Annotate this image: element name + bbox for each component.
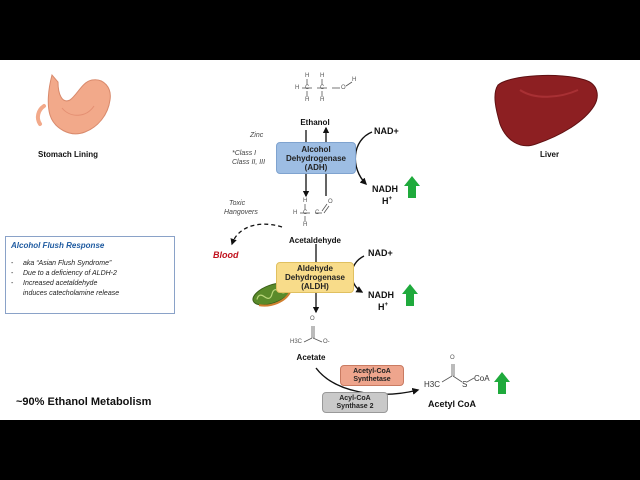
acetaldehyde-c-1: C [303,210,308,216]
nad-plus-2: NAD+ [368,248,393,258]
acetate-h3c: H3C [290,339,303,345]
acetaldehyde-h-bot: H [303,222,308,228]
acetylcoa-h3c: H3C [424,380,441,389]
adh-line3: (ADH) [304,162,328,172]
ethanol-h-bot-1: H [305,97,310,103]
ethanol-o: O [341,85,346,91]
acetate-structure [303,326,323,343]
ethanol-label: Ethanol [300,118,330,127]
aldh-line2: Dehydrogenase [284,273,346,282]
ethanol-c-1: C [305,85,310,91]
aldh-line3: (ALDH) [301,282,329,291]
acetylcoa-coa: CoA [474,374,490,383]
acyl-coa-synthase-box: Acyl-CoA Synthase 2 [322,392,388,413]
nadh-2: NADH [368,290,394,300]
acetylcoa-s: S [462,380,468,389]
nad-plus-1: NAD+ [374,126,399,136]
diagram-canvas: Stomach Lining Liver [0,60,640,420]
adh-classes-1: *Class I [232,150,257,157]
acetylcoa-label: Acetyl CoA [428,399,477,409]
adh-classes-2: Class II, III [232,159,266,166]
hplus-2: H+ [378,302,389,312]
acetaldehyde-h-left: H [293,210,298,216]
ethanol-h-left: H [295,85,300,91]
acetyl-coa-synthetase-box: Acetyl-CoA Synthetase [340,365,404,386]
acetaldehyde-h-top: H [303,198,308,204]
ethanol-h-oh: H [352,77,357,83]
hplus-1: H+ [382,196,393,206]
blood-label: Blood [213,250,239,260]
acetylcoa-o: O [450,355,455,361]
acetaldehyde-o: O [328,199,333,205]
ethanol-h-top-1: H [305,73,310,79]
flush-item: -Increased acetaldehyde [11,280,98,287]
acetyl-coa-synthetase-line1: Acetyl-CoA [353,367,391,375]
flush-list: -aka “Asian Flush Syndrome” -Due to a de… [11,259,119,299]
ethanol-c-2: C [320,85,325,91]
acetylcoa-structure [441,364,475,383]
acetate-o-top: O [310,316,315,322]
toxic-label-1: Toxic [229,200,246,207]
acetaldehyde-label: Acetaldehyde [288,236,342,245]
acetaldehyde-c-2: C [315,210,320,216]
flush-title: Alcohol Flush Response [11,241,105,250]
acyl-coa-synthase-line2: Synthase 2 [336,402,374,410]
adh-line2: Dehydrogenase [285,153,347,163]
ethanol-h-bot-2: H [320,97,325,103]
nad-nadh-curve-1 [354,131,373,185]
zinc-label: Zinc [250,132,264,139]
toxic-label-2: Hangovers [224,209,258,216]
acetate-label: Acetate [296,353,326,362]
flush-item: -Due to a deficiency of ALDH-2 [11,270,117,277]
flush-item: induces catecholamine release [23,290,120,297]
footer-note: ~90% Ethanol Metabolism [16,396,152,408]
liver-label: Liver [540,150,560,159]
aldh-enzyme-box: Aldehyde Dehydrogenase (ALDH) [276,262,354,293]
adh-line1: Alcohol [301,144,331,154]
ethanol-h-top-2: H [320,73,325,79]
nadh-1: NADH [372,184,398,194]
acyl-coa-synthase-line1: Acyl-CoA [339,394,371,402]
flush-item: -aka “Asian Flush Syndrome” [11,260,112,267]
acetyl-coa-synthetase-line2: Synthetase [353,375,391,383]
aldh-line1: Aldehyde [296,264,333,273]
acetate-o-minus: O- [323,339,330,345]
adh-enzyme-box: Alcohol Dehydrogenase (ADH) [276,142,356,174]
stomach-label: Stomach Lining [38,150,98,159]
flush-response-box: Alcohol Flush Response -aka “Asian Flush… [5,236,175,314]
toxic-dashed-arrow [230,223,283,246]
